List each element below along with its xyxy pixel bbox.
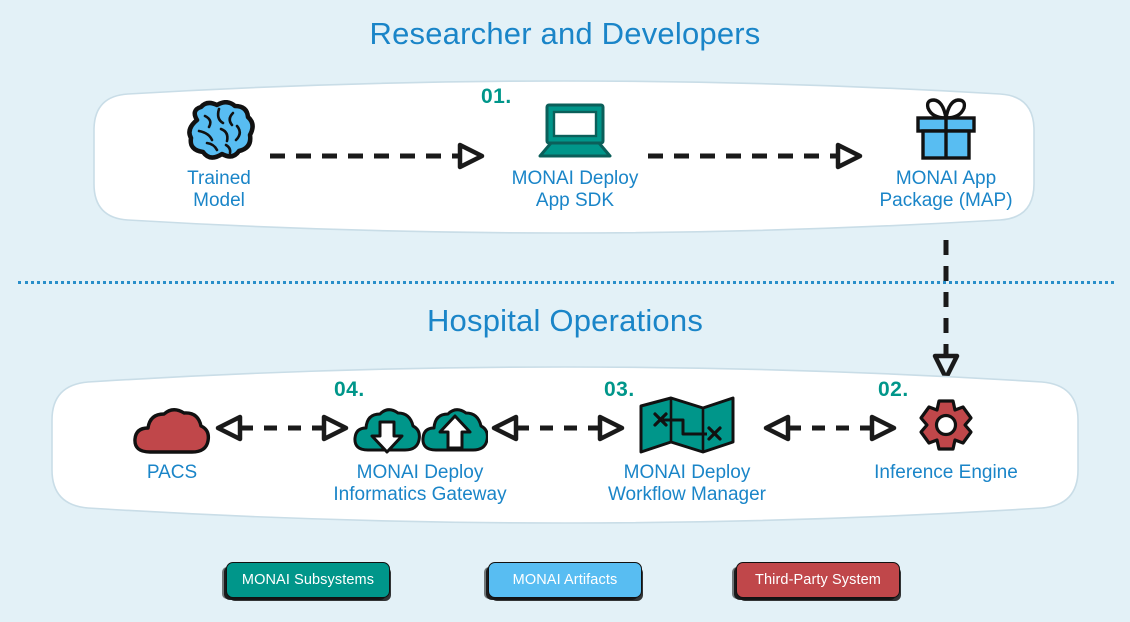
- legend-label: MONAI Artifacts: [512, 572, 618, 588]
- legend-item-monai-subsystems: MONAI Subsystems: [226, 562, 390, 598]
- node-label: Inference Engine: [874, 462, 1018, 483]
- legend-item-monai-artifacts: MONAI Artifacts: [488, 562, 642, 598]
- gift-icon: [846, 96, 1046, 162]
- node-monai-app-package: MONAI App Package (MAP): [846, 96, 1046, 212]
- cloud-icon: [112, 400, 232, 456]
- map-route-icon: [592, 394, 782, 456]
- legend-label: MONAI Subsystems: [241, 572, 375, 588]
- node-workflow-manager: MONAI Deploy Workflow Manager: [592, 394, 782, 506]
- step-number-01: 01.: [481, 85, 512, 108]
- arrow-workflow-inference: [763, 414, 897, 442]
- arrow-pacs-gateway: [215, 414, 349, 442]
- section-title-researcher: Researcher and Developers: [369, 16, 761, 51]
- arrow-map-to-inference-engine: [932, 238, 960, 381]
- step-number-04: 04.: [334, 378, 365, 401]
- legend: MONAI Subsystems MONAI Artifacts Third-P…: [0, 556, 1130, 604]
- node-monai-deploy-app-sdk: MONAI Deploy App SDK: [498, 100, 652, 212]
- cloud-download-upload-icon: [322, 398, 518, 456]
- node-pacs: PACS: [112, 400, 232, 484]
- legend-item-third-party-system: Third-Party System: [736, 562, 900, 598]
- arrow-model-to-sdk: [268, 142, 485, 170]
- node-trained-model: Trained Model: [144, 100, 294, 212]
- laptop-icon: [498, 100, 652, 162]
- node-label: Trained Model: [187, 168, 251, 211]
- node-label: MONAI Deploy Informatics Gateway: [333, 462, 507, 505]
- section-title-hospital: Hospital Operations: [426, 303, 704, 338]
- node-informatics-gateway: MONAI Deploy Informatics Gateway: [322, 398, 518, 506]
- gear-icon: [862, 398, 1030, 456]
- legend-label: Third-Party System: [755, 572, 881, 588]
- section-divider: [18, 281, 1114, 284]
- step-number-02: 02.: [878, 378, 909, 401]
- node-inference-engine: Inference Engine: [862, 398, 1030, 484]
- arrow-sdk-to-map: [646, 142, 863, 170]
- node-label: MONAI Deploy Workflow Manager: [607, 462, 767, 505]
- node-label: PACS: [146, 462, 198, 483]
- node-label: MONAI Deploy App SDK: [511, 168, 639, 211]
- hospital-card: [44, 358, 1086, 528]
- node-label: MONAI App Package (MAP): [879, 168, 1013, 211]
- brain-icon: [144, 100, 294, 162]
- step-number-03: 03.: [604, 378, 635, 401]
- arrow-gateway-workflow: [491, 414, 625, 442]
